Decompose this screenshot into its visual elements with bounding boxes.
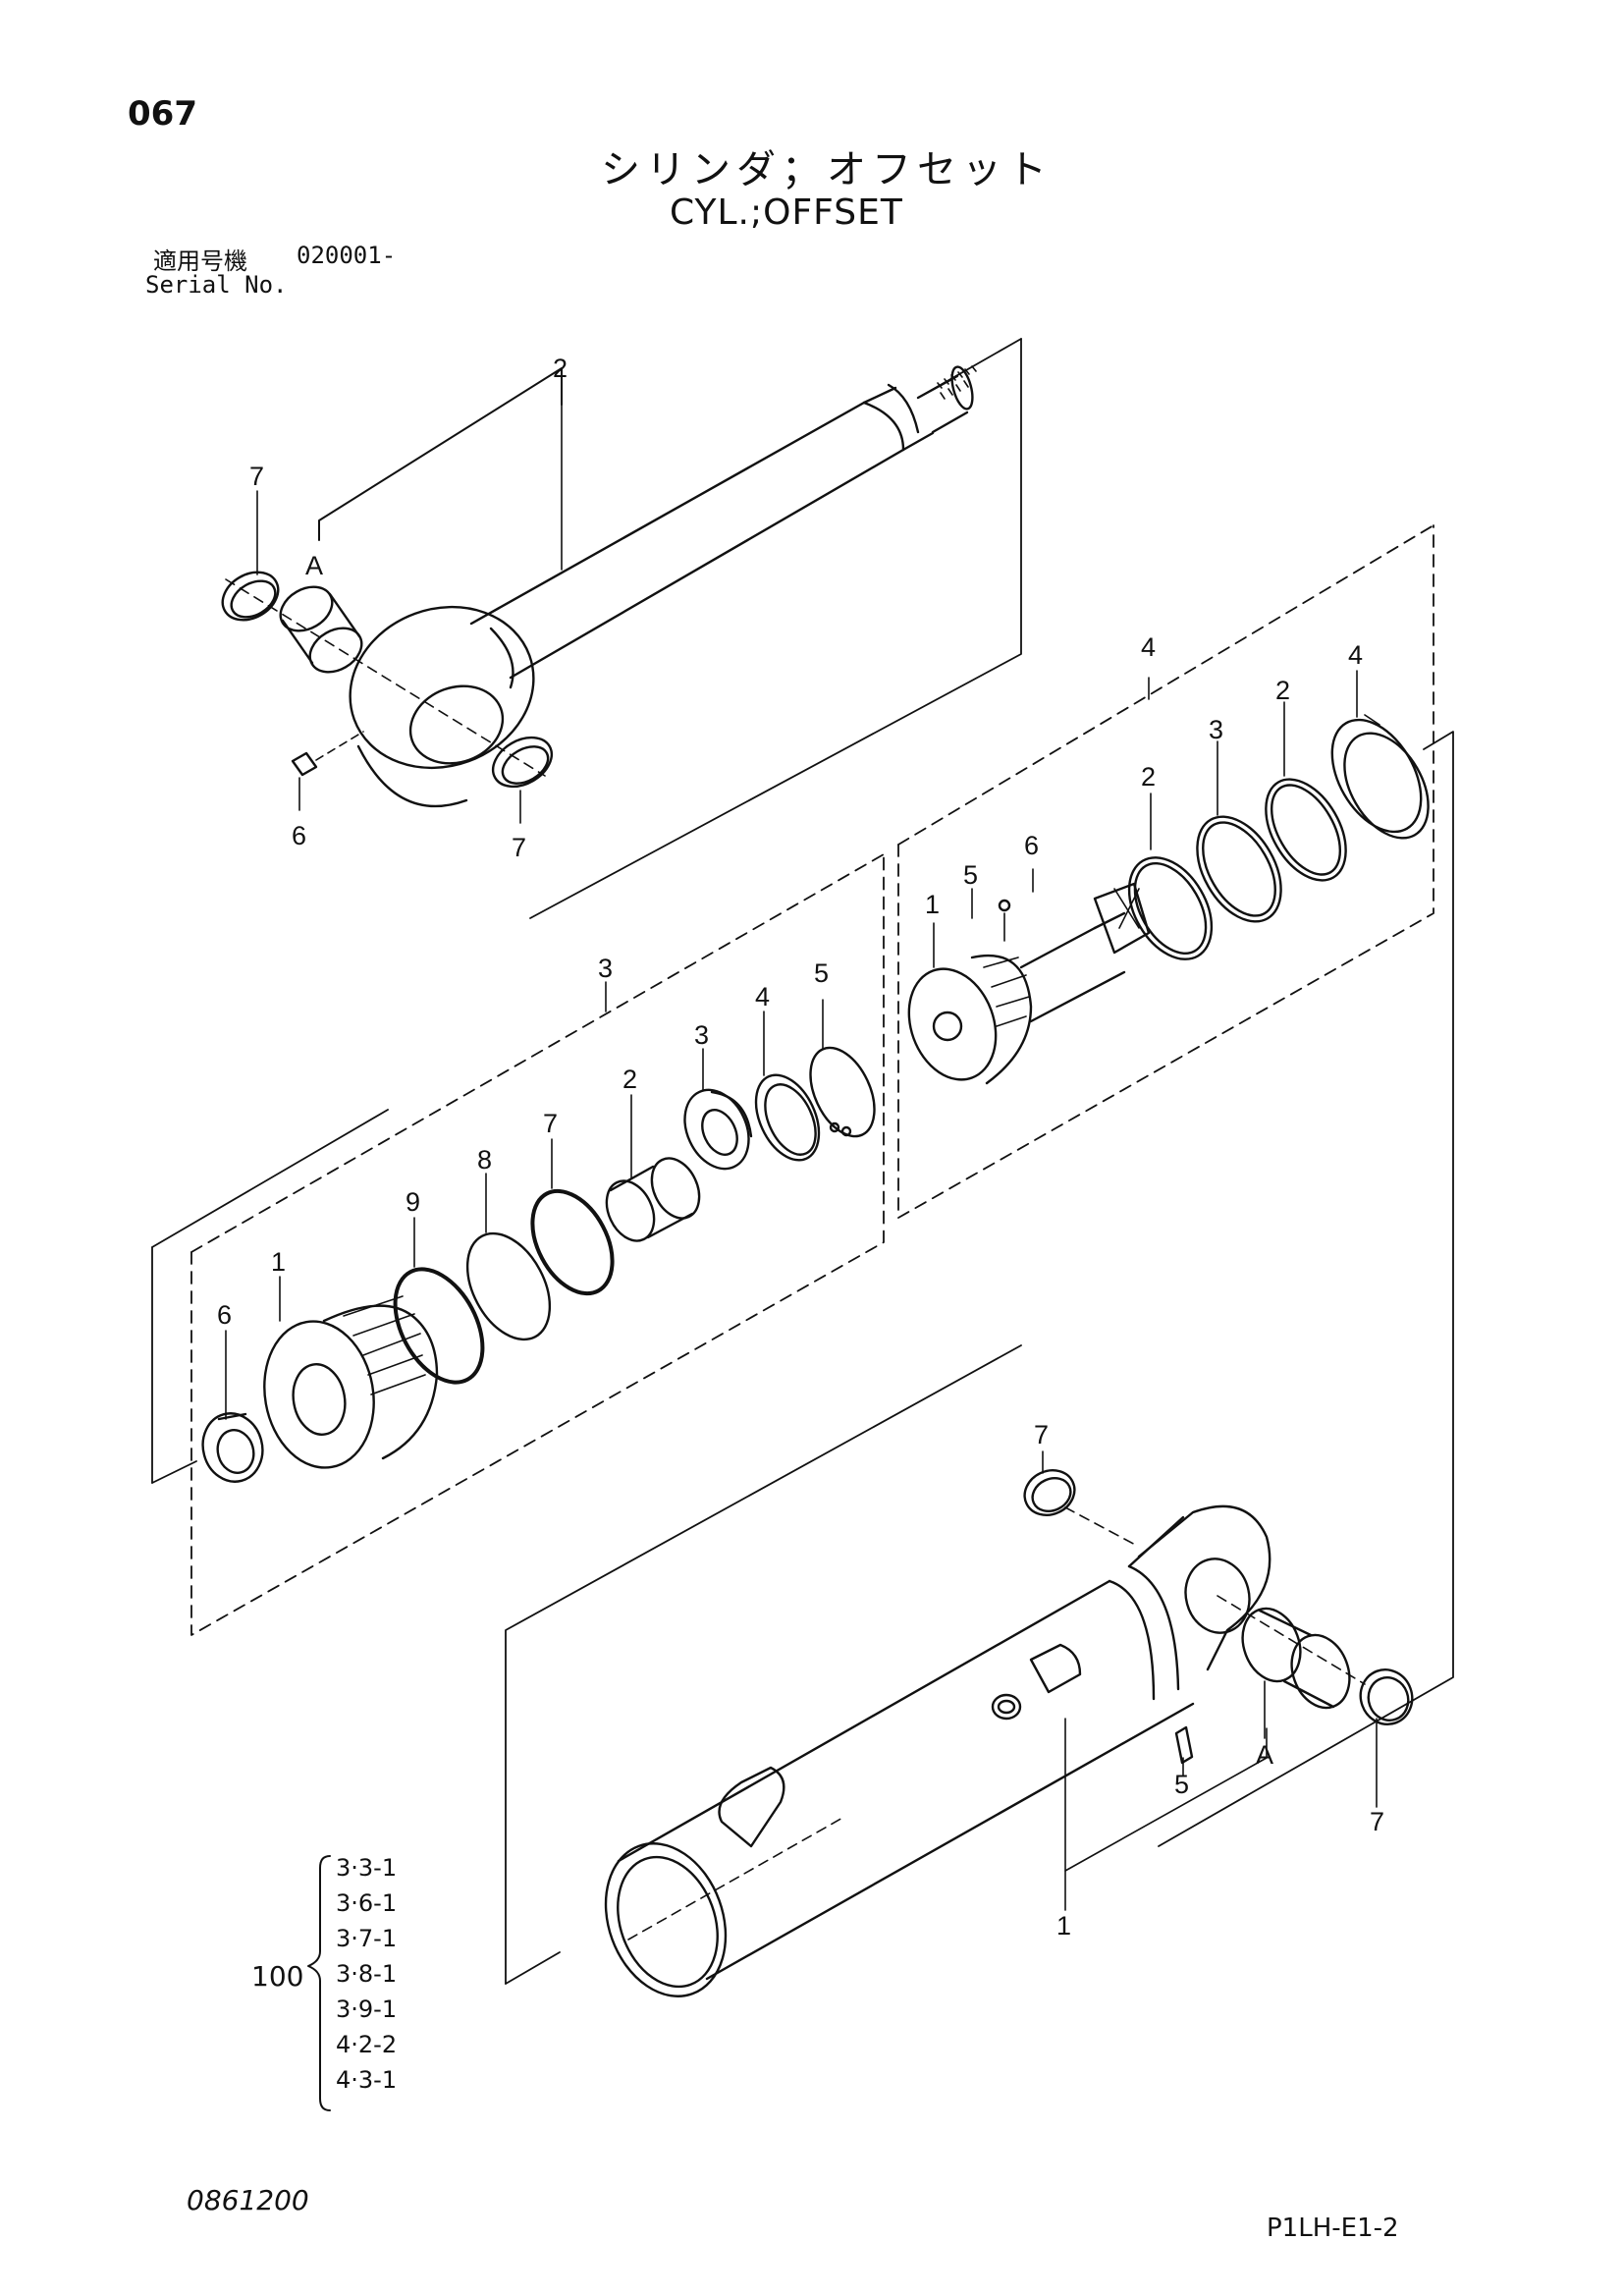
head-assembly (190, 853, 885, 1636)
callout-head-ring-8: 8 (477, 1145, 492, 1175)
callout-piston-screw: 5 (963, 860, 978, 890)
piston-assembly (897, 524, 1454, 1847)
callout-rod-ring-left: 7 (249, 462, 264, 491)
callout-labels: 2 7 A 6 7 4 2 3 2 4 6 5 1 3 5 4 3 2 7 8 … (217, 354, 1384, 1941)
callout-piston-setscrew: 6 (1024, 831, 1039, 860)
callout-piston-ring-2b: 2 (1275, 676, 1290, 705)
callout-rod-grease: 6 (292, 821, 306, 850)
serial-label-japanese: 適用号機 (153, 247, 247, 275)
callout-tube-bushing: A (1256, 1740, 1273, 1770)
callout-piston-ring-2a: 2 (1141, 762, 1156, 792)
callout-piston-ring-4: 4 (1348, 640, 1363, 670)
kit-item: 4·3-1 (336, 2066, 398, 2094)
callout-head-ring-4: 4 (755, 982, 770, 1011)
cylinder-tube-assembly (505, 1344, 1414, 1997)
drawing-number: 0861200 (187, 2184, 309, 2216)
title-english: CYL.;OFFSET (670, 192, 903, 233)
callout-piston-body: 1 (925, 890, 940, 919)
callout-tube-ring-top: 7 (1034, 1420, 1049, 1449)
callout-rod-bushing: A (305, 551, 323, 580)
serial-label-english: Serial No. (145, 271, 288, 299)
rod-assembly (151, 338, 1022, 1484)
kit-item: 3·7-1 (336, 1925, 398, 1952)
callout-head-bushing-2: 2 (622, 1065, 637, 1094)
callout-rod-top: 2 (553, 354, 568, 383)
callout-head-group: 3 (598, 954, 613, 983)
callout-piston-ring-3: 3 (1209, 715, 1223, 744)
kit-item: 4·2-2 (336, 2031, 398, 2058)
kit-item: 3·9-1 (336, 1995, 398, 2023)
kit-number: 100 (251, 1960, 304, 1993)
callout-head-seal-3: 3 (694, 1020, 709, 1050)
page-number: 067 (128, 94, 197, 134)
callout-tube-body: 1 (1056, 1911, 1071, 1941)
callout-tube-grease: 5 (1174, 1770, 1189, 1799)
kit-item: 3·8-1 (336, 1960, 398, 1988)
callout-rod-ring-right: 7 (512, 833, 526, 862)
callout-head-ring-7: 7 (543, 1109, 558, 1138)
callout-piston-group: 4 (1141, 632, 1156, 662)
callout-head-wiper: 6 (217, 1300, 232, 1330)
callout-head-body: 1 (271, 1247, 286, 1277)
title-japanese: シリンダ；オフセット (601, 147, 1053, 192)
callout-head-ring-9: 9 (406, 1187, 420, 1217)
callout-head-ring-5: 5 (814, 958, 829, 988)
sheet-code: P1LH-E1-2 (1267, 2214, 1399, 2243)
serial-number-value: 020001- (297, 242, 397, 269)
kit-brace (307, 1855, 331, 2111)
kit-item: 3·3-1 (336, 1854, 398, 1882)
callout-tube-ring-right: 7 (1370, 1807, 1384, 1836)
kit-item: 3·6-1 (336, 1889, 398, 1917)
